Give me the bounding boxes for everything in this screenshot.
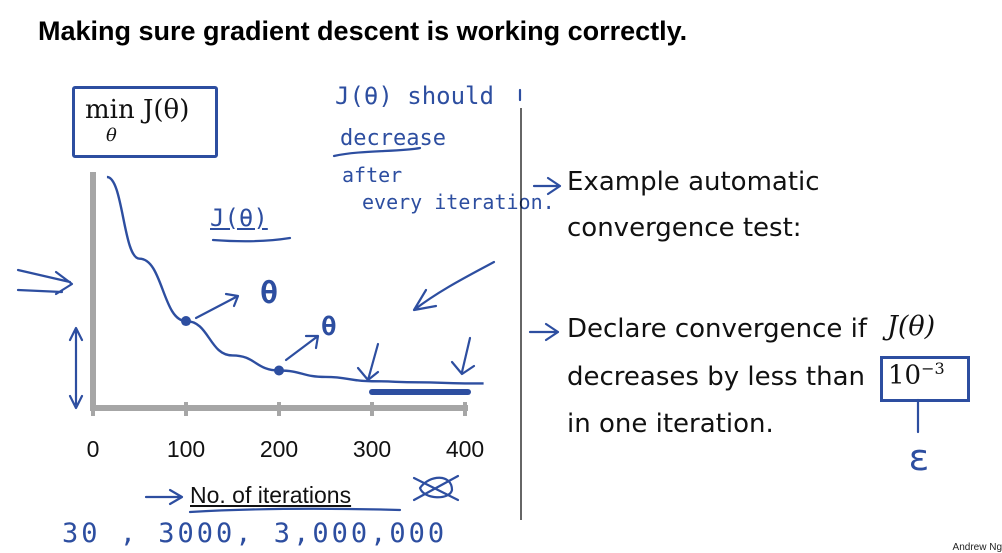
x-tick-label: 100 (166, 436, 206, 462)
down-arrow-400 (450, 336, 476, 376)
note-line-3: after (342, 163, 403, 187)
theta-arrow-2 (284, 334, 320, 362)
threshold-box (880, 356, 970, 402)
curve-label: J(θ) (210, 204, 268, 232)
bottom-underline (188, 507, 402, 514)
bullet2-line3: in one iteration. (567, 409, 774, 439)
note-line-1: J(θ) should (335, 82, 494, 110)
crossed-out-mark (412, 474, 460, 502)
x-axis-label: No. of iterations (190, 482, 352, 508)
curve-label-underline (211, 236, 292, 243)
big-arrow (412, 260, 496, 312)
data-point (274, 365, 284, 376)
xlabel-arrow (144, 488, 184, 506)
theta-arrow-1 (194, 292, 240, 320)
note-line-4: every iteration. (362, 190, 555, 214)
footer-credit: Andrew Ng (952, 542, 1002, 553)
note-line-2: decrease (340, 126, 446, 151)
bullet-arrow-1 (532, 176, 562, 196)
x-tick-label: 300 (352, 436, 392, 462)
bullet2-line1: Declare convergence if (567, 314, 868, 344)
x-tick-label: 400 (445, 436, 485, 462)
vertical-double-arrow (68, 326, 84, 410)
x-tick-label: 200 (259, 436, 299, 462)
slide-title: Making sure gradient descent is working … (38, 16, 688, 46)
objective-box (72, 86, 218, 158)
epsilon-label: ε (908, 438, 930, 479)
x-tick-label: 0 (86, 436, 100, 462)
objective-subscript: θ (106, 125, 117, 146)
objective-formula: min J(θ) (85, 95, 190, 125)
bottom-numbers: 30 , 3000, 3,000,000 (62, 518, 448, 549)
bullet1-line1: Example automatic (567, 167, 820, 197)
bullet-arrow-2 (528, 322, 560, 342)
bullet2-line2: decreases by less than (567, 362, 866, 392)
theta-label-1: θ (260, 276, 279, 311)
bullet2-math: J(θ) (887, 311, 936, 342)
theta-label-2: θ (321, 312, 337, 342)
down-arrow-300 (356, 342, 380, 382)
note-underline (332, 146, 422, 158)
threshold-value: 10−3 (888, 359, 945, 391)
bullet1-line2: convergence test: (567, 213, 802, 243)
data-point (181, 316, 191, 327)
left-arrow (16, 268, 74, 296)
